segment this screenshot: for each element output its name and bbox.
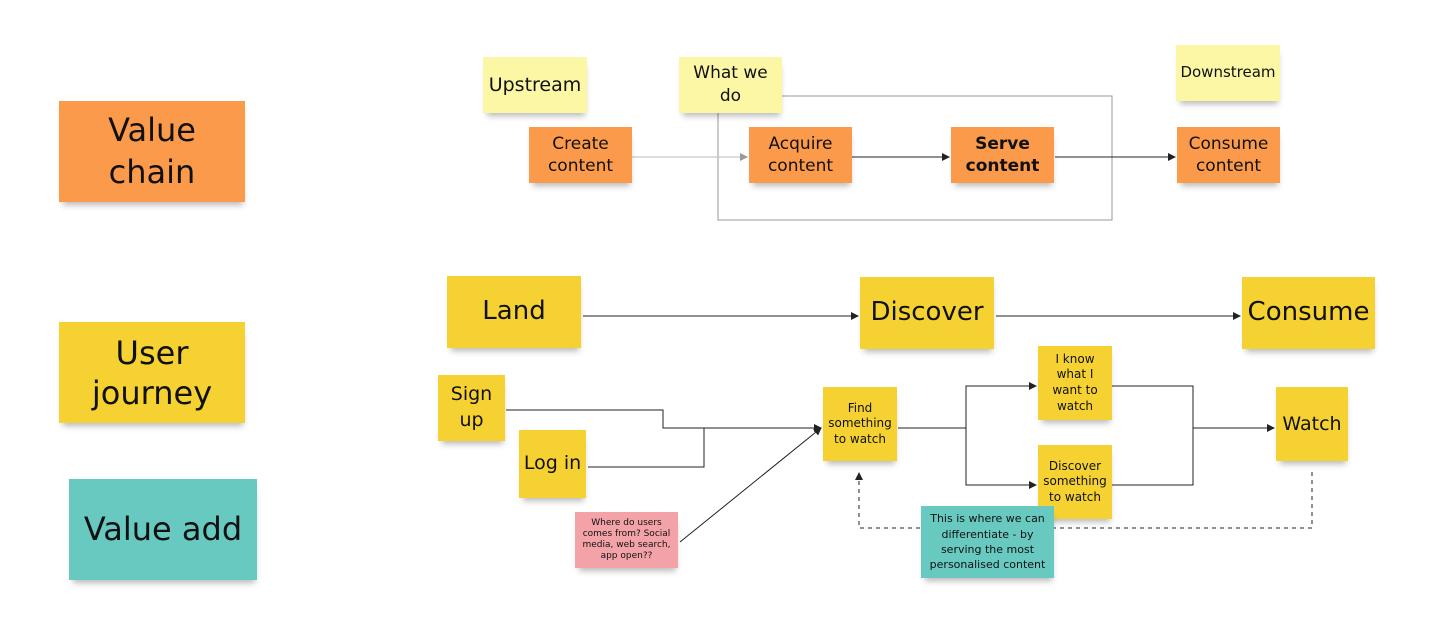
legend-value-add: Value add: [69, 479, 257, 580]
where-users-come-from-note: Where do users comes from? Social media,…: [575, 512, 678, 568]
login-to-find-connector: [588, 428, 705, 468]
log-in-note: Log in: [519, 430, 586, 498]
sign-up-note: Sign up: [438, 375, 505, 441]
consume-content-note: Consume content: [1177, 127, 1280, 183]
consume-note: Consume: [1242, 277, 1375, 349]
branch-to-discover-arrow: [965, 428, 1037, 489]
discover-note: Discover: [860, 277, 994, 349]
iknow-to-merge: [1112, 385, 1194, 486]
downstream-label: Downstream: [1176, 45, 1280, 101]
what-we-do-label: What we do: [679, 57, 782, 113]
acquire-content-note: Acquire content: [749, 127, 852, 183]
create-content-note: Create content: [529, 127, 632, 183]
legend-value-chain: Value chain: [59, 101, 245, 202]
serve-content-note: Serve content: [951, 127, 1054, 183]
land-note: Land: [447, 276, 581, 348]
find-something-note: Find something to watch: [823, 387, 897, 461]
watch-note: Watch: [1276, 387, 1348, 461]
feedback-loop-dashed: [855, 472, 1313, 529]
upstream-label: Upstream: [483, 57, 587, 113]
legend-user-journey: User journey: [59, 322, 245, 423]
branch-to-iknow-arrow: [965, 382, 1037, 428]
i-know-note: I know what I want to watch: [1038, 346, 1112, 420]
differentiate-note: This is where we can differentiate - by …: [921, 506, 1054, 578]
what-we-do-boundary: [717, 95, 1113, 221]
where-to-find-connector: [679, 427, 822, 543]
signup-to-find-connector: [506, 409, 822, 432]
